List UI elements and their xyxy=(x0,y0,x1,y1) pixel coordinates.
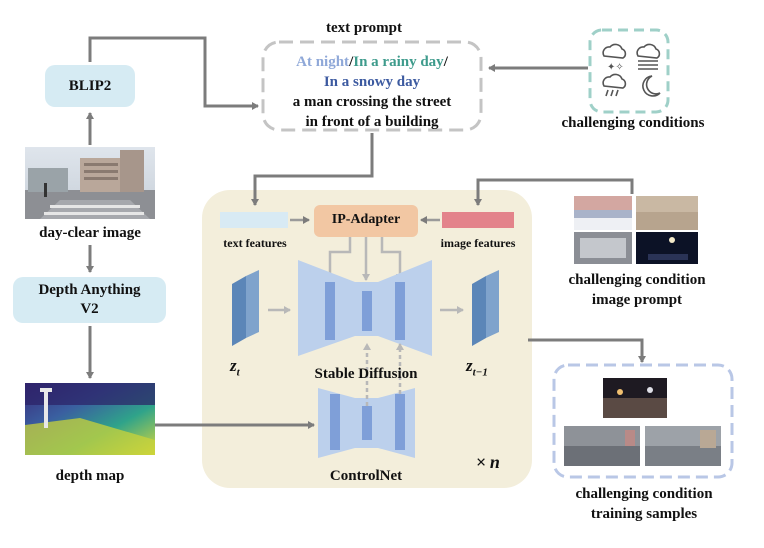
rain-cloud-icon xyxy=(602,73,627,97)
conditions-box xyxy=(588,28,670,114)
latent-zt-block xyxy=(232,270,259,346)
prompt-line3: a man crossing the street xyxy=(292,94,452,110)
challenging-conditions-label: challenging conditions xyxy=(561,115,705,131)
svg-text:✦✧: ✦✧ xyxy=(607,62,624,73)
z-t1-label: zt−1 xyxy=(466,356,488,378)
prompt-night: At night xyxy=(296,54,350,70)
ip-adapter-box xyxy=(314,205,418,237)
prompt-snowy: In a snowy day xyxy=(323,74,421,90)
image-features-label: image features xyxy=(440,236,516,250)
training-samples-line1: challenging condition xyxy=(575,486,713,502)
snow-cloud-icon: ✦✧ xyxy=(602,43,627,73)
training-samples-line2: training samples xyxy=(590,506,698,522)
training-samples-label: challenging condition training samples xyxy=(556,484,732,524)
z-t-sub: t xyxy=(236,366,240,379)
stable-diffusion-unet xyxy=(298,260,432,356)
diffusion-panel xyxy=(202,190,532,488)
z-t1-sub: t−1 xyxy=(472,366,488,379)
image-prompt-label: challenging condition image prompt xyxy=(552,270,722,310)
image-prompt-photos xyxy=(574,196,698,264)
z-t-label: zt xyxy=(230,356,240,378)
text-features-label: text features xyxy=(223,236,287,250)
training-sample-photos xyxy=(564,378,721,466)
loop-n: n xyxy=(489,452,500,472)
image-features-bar xyxy=(442,212,514,228)
text-prompt-content: At night/In a rainy day/ In a snowy day … xyxy=(268,52,476,132)
depth-anything-box: Depth Anything V2 xyxy=(13,277,166,323)
prompt-sep2: / xyxy=(443,54,448,70)
depth-map-label: depth map xyxy=(55,468,125,484)
day-clear-photo xyxy=(25,147,155,219)
depth-anything-line2: V2 xyxy=(80,301,99,317)
stable-diffusion-label: Stable Diffusion xyxy=(314,366,418,382)
times-n-label: × n xyxy=(476,452,500,473)
depth-anything-line1: Depth Anything xyxy=(38,282,141,298)
blip2-box: BLIP2 xyxy=(45,65,135,107)
fog-cloud-icon xyxy=(636,43,661,70)
prompt-sep1: / xyxy=(349,54,354,70)
ip-adapter-label: IP-Adapter xyxy=(331,212,401,227)
moon-icon xyxy=(642,75,661,97)
z-t1-base: z xyxy=(466,356,473,375)
prompt-line4: in front of a building xyxy=(305,114,439,130)
times-symbol: × xyxy=(476,452,487,472)
text-prompt-box xyxy=(261,40,483,132)
image-prompt-line1: challenging condition xyxy=(568,272,706,288)
depth-map-photo xyxy=(25,383,155,455)
controlnet-unet xyxy=(318,388,415,458)
prompt-rainy: In a rainy day xyxy=(353,54,444,70)
day-clear-label: day-clear image xyxy=(39,225,141,241)
z-t-base: z xyxy=(230,356,237,375)
image-prompt-line2: image prompt xyxy=(591,292,683,308)
text-features-bar xyxy=(220,212,288,228)
controlnet-label: ControlNet xyxy=(329,468,403,484)
latent-zt1-block xyxy=(472,270,499,346)
text-prompt-title: text prompt xyxy=(326,20,402,36)
